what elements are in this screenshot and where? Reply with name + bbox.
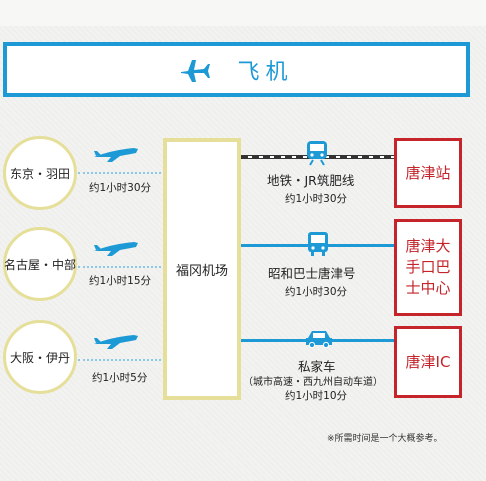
route-name: 地铁・JR筑肥线 [267,173,355,188]
flight-line [78,359,161,361]
airplane-icon [94,335,138,349]
origin-osaka-itami: 大阪・伊丹 [3,320,77,394]
origin-tokyo-haneda: 东京・羽田 [3,136,77,210]
origin-label: 东京・羽田 [9,166,70,181]
flight-line [78,172,161,174]
dest-karatsu-ic: 唐津IC [394,326,462,398]
flight-duration: 约1小时5分 [92,372,148,384]
section-header: 飞机 [3,42,470,97]
route-name: 昭和巴士唐津号 [268,266,356,281]
airplane-icon [181,59,211,82]
route-duration: 约1小时10分 [285,390,348,402]
route-name: 私家车 [298,359,336,374]
dest-label: 唐津站 [405,163,451,182]
dest-label: 唐津IC [405,352,451,371]
airport-label: 福冈机场 [175,263,228,279]
origin-label: 名古屋・中部 [4,257,77,272]
top-strip [0,0,486,26]
dest-karatsu-station: 唐津站 [394,138,462,208]
route-duration: 约1小时30分 [285,286,348,298]
section-title: 飞机 [237,59,294,85]
origin-nagoya-chubu: 名古屋・中部 [3,227,77,301]
car-icon [306,331,332,348]
route-duration: 约1小时30分 [285,193,348,205]
bus-icon [308,232,328,256]
dest-karatsu-bus-center: 唐津大手口巴士中心 [394,219,462,316]
flight-duration: 约1小时30分 [89,182,152,194]
fukuoka-airport-box: 福冈机场 [163,138,241,400]
airplane-icon [94,242,138,256]
flight-line [78,266,161,268]
train-icon [307,141,327,166]
route-subtitle: （城市高速・西九州自动车道） [243,377,383,388]
flight-duration: 约1小时15分 [89,275,152,287]
footnote: ※所需时间是一个大概参考。 [327,434,443,444]
airplane-icon [94,148,138,162]
dest-label: 唐津大手口巴士中心 [405,237,451,297]
origin-label: 大阪・伊丹 [9,350,70,365]
